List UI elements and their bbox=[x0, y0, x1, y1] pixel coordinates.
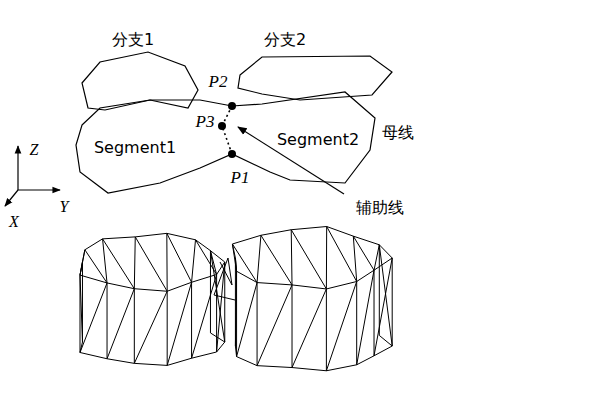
mesh-rim bbox=[235, 335, 392, 370]
mesh-edge bbox=[103, 239, 107, 283]
axis-z bbox=[17, 146, 18, 190]
branch-2-contour bbox=[238, 56, 392, 100]
mesh-edge bbox=[214, 258, 235, 300]
mesh-edge bbox=[392, 258, 393, 346]
point-label: P3 bbox=[196, 113, 215, 132]
mesh-edge bbox=[232, 244, 236, 271]
point-label: P1 bbox=[231, 169, 250, 188]
triangle-mesh bbox=[80, 227, 392, 371]
mesh-edge bbox=[224, 262, 225, 342]
segment-label: Segment2 bbox=[277, 131, 359, 149]
mesh-edge bbox=[134, 291, 167, 363]
axis-label: Y bbox=[60, 198, 69, 216]
mesh-rim bbox=[232, 227, 392, 289]
mesh-edge bbox=[327, 227, 357, 282]
axis-x bbox=[5, 190, 18, 206]
mesh-edge bbox=[235, 258, 236, 346]
mesh-edge bbox=[236, 271, 237, 356]
mesh-edge bbox=[374, 245, 379, 270]
contour-label: 母线 bbox=[382, 124, 414, 142]
mesh-edge bbox=[374, 258, 392, 356]
mesh-edge bbox=[292, 289, 326, 368]
auxiliary-line bbox=[222, 106, 232, 154]
mesh-edge bbox=[85, 250, 107, 283]
mesh-edge bbox=[292, 285, 293, 368]
point-p1 bbox=[228, 150, 236, 158]
mesh-edge bbox=[135, 237, 167, 291]
mesh-rim bbox=[80, 233, 225, 291]
mesh-edge bbox=[356, 281, 357, 364]
main-contour bbox=[76, 92, 375, 193]
mesh-edge bbox=[237, 283, 258, 357]
mesh-edge bbox=[107, 283, 108, 359]
mesh-edge bbox=[167, 233, 192, 282]
mesh-edge bbox=[107, 289, 134, 359]
mesh-edge bbox=[134, 237, 136, 289]
mesh-edge bbox=[291, 230, 293, 285]
mesh-edge bbox=[191, 282, 192, 358]
axis-label: X bbox=[9, 213, 19, 231]
mesh-edge bbox=[261, 235, 292, 285]
mesh-edge bbox=[291, 230, 326, 289]
mesh-edge bbox=[217, 262, 225, 352]
mesh-edge bbox=[326, 281, 356, 370]
mesh-edge bbox=[167, 291, 168, 365]
mesh-edge bbox=[326, 289, 327, 371]
axis-y bbox=[18, 189, 60, 190]
mesh-edge bbox=[80, 283, 107, 353]
point-p2 bbox=[228, 102, 236, 110]
mesh-edge bbox=[210, 251, 211, 333]
mesh-edge bbox=[257, 235, 261, 282]
mesh-edge bbox=[166, 233, 167, 291]
point-p3 bbox=[218, 122, 226, 130]
mesh-edge bbox=[82, 262, 83, 342]
mesh-edge bbox=[353, 236, 356, 281]
mesh-edge bbox=[192, 240, 196, 282]
branch-label: 分支1 bbox=[112, 31, 154, 49]
point-label: P2 bbox=[209, 73, 228, 92]
mesh-edge bbox=[257, 283, 258, 366]
mesh-edge bbox=[134, 289, 135, 364]
mesh-edge bbox=[353, 236, 374, 270]
callout-label: 辅助线 bbox=[356, 199, 404, 217]
mesh-edge bbox=[192, 274, 217, 358]
segment-label: Segment1 bbox=[94, 139, 176, 157]
mesh-rim bbox=[80, 333, 225, 365]
mesh-edge bbox=[379, 245, 380, 336]
mesh-edge bbox=[374, 270, 375, 356]
mesh-edge bbox=[103, 239, 135, 289]
axis-label: Z bbox=[30, 141, 39, 159]
mesh-edge bbox=[357, 270, 374, 365]
mesh-edge bbox=[257, 285, 292, 366]
branch-label: 分支2 bbox=[264, 31, 306, 49]
mesh-edge bbox=[326, 227, 327, 289]
mesh-edge bbox=[167, 282, 191, 365]
